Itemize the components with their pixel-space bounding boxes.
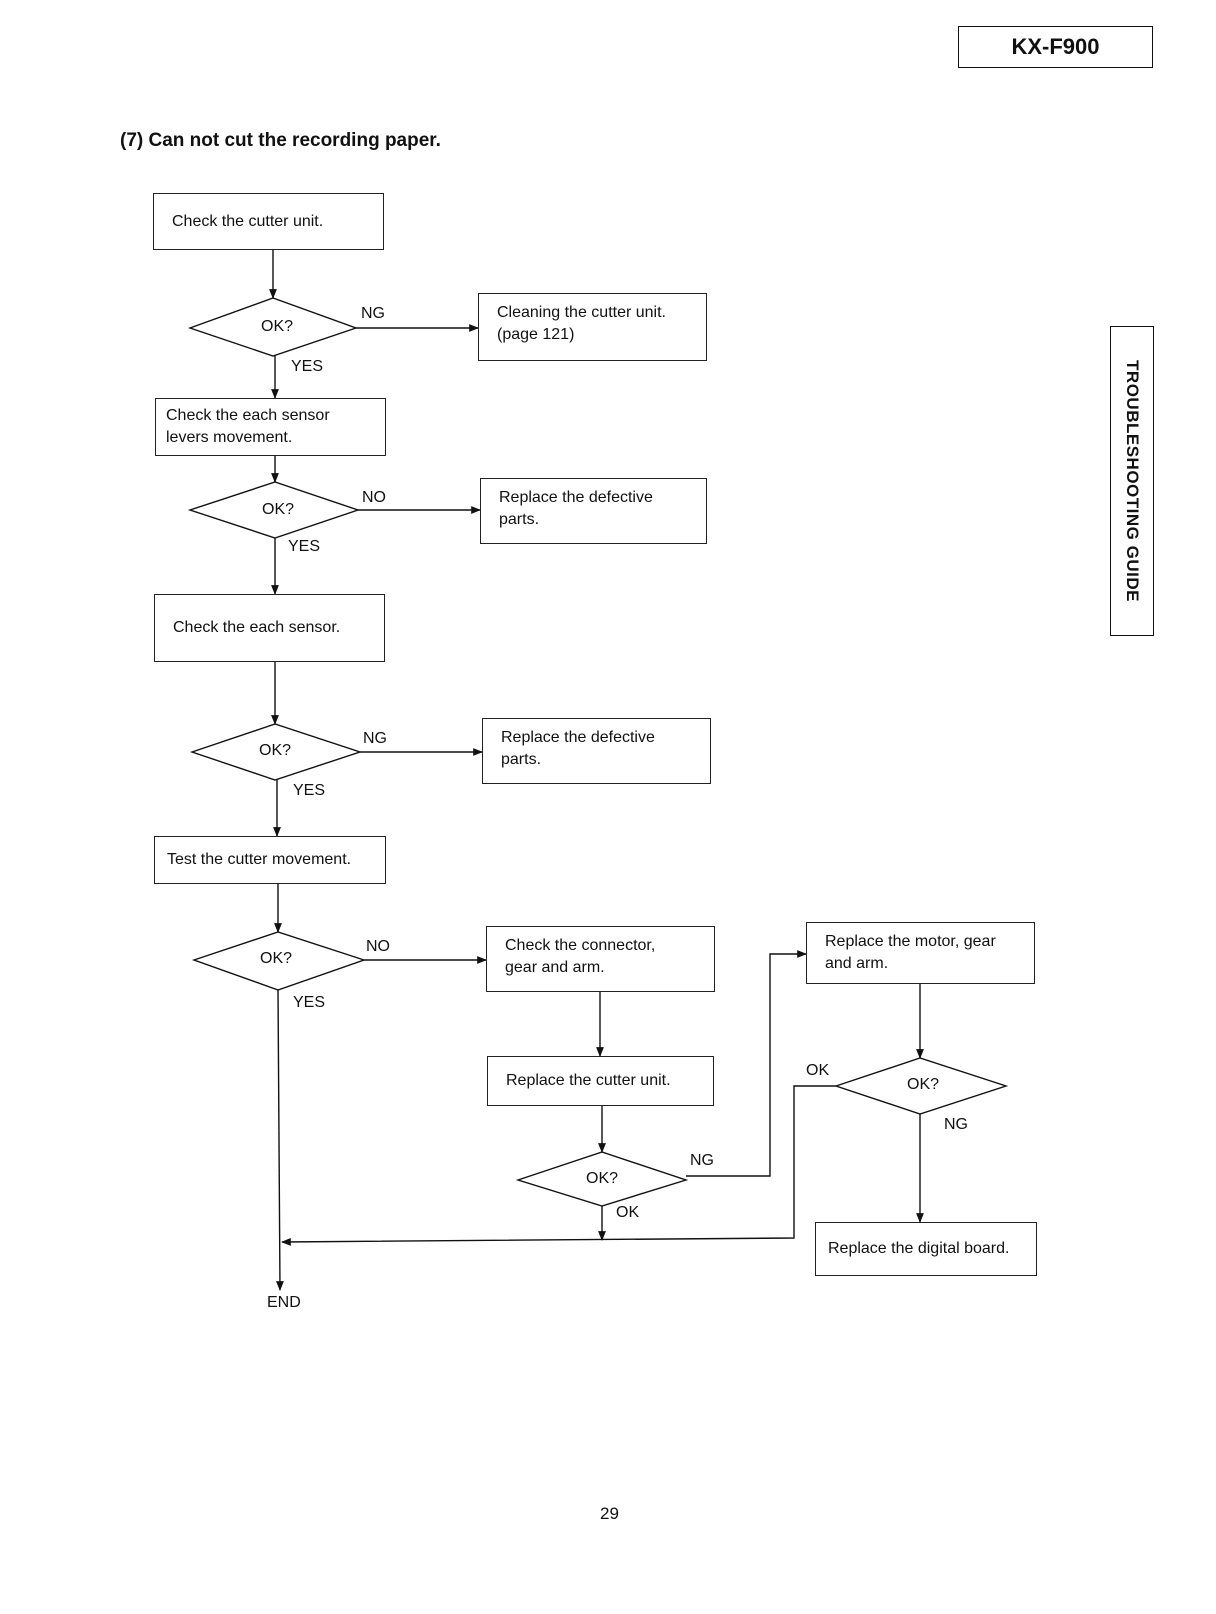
- decision-diamond-6: [833, 1057, 1009, 1115]
- box-sensor-levers: Check the each sensor levers movement.: [155, 398, 386, 456]
- label-d2-no: NO: [362, 489, 386, 506]
- box-replace-motor-line2: and arm.: [825, 955, 889, 972]
- box-replace-parts-1-line1: Replace the defective: [499, 489, 653, 506]
- box-cleaning-line2: (page 121): [497, 326, 575, 343]
- decision-1-text: OK?: [261, 318, 294, 335]
- box-replace-parts-1: Replace the defective parts.: [480, 478, 707, 544]
- box-check-connector-line2: gear and arm.: [505, 959, 605, 976]
- box-replace-parts-2-line2: parts.: [501, 751, 542, 768]
- box-replace-parts-2: Replace the defective parts.: [482, 718, 711, 784]
- box-replace-digital: Replace the digital board.: [815, 1222, 1037, 1276]
- label-d4-yes: YES: [293, 994, 326, 1011]
- box-check-cutter-text: Check the cutter unit.: [172, 212, 324, 230]
- page-number: 29: [600, 1504, 619, 1523]
- box-cleaning-line1: Cleaning the cutter unit.: [497, 304, 666, 321]
- edge-d5-ng-to-replace-motor: [686, 950, 807, 1177]
- label-d4-no: NO: [366, 938, 390, 955]
- label-d3-yes: YES: [293, 782, 326, 799]
- decision-6-text: OK?: [907, 1076, 940, 1093]
- label-d5-ok: OK: [616, 1204, 640, 1221]
- label-d1-yes: YES: [291, 358, 324, 375]
- decision-diamond-5: [515, 1151, 689, 1207]
- model-number: KX-F900: [958, 26, 1153, 68]
- edge-d6-ok-to-end: [281, 1085, 836, 1246]
- box-test-cutter: Test the cutter movement.: [154, 836, 386, 884]
- box-check-sensor-text: Check the each sensor.: [173, 619, 341, 636]
- box-replace-cutter: Replace the cutter unit.: [487, 1056, 714, 1106]
- decision-5-text: OK?: [586, 1170, 619, 1187]
- box-replace-parts-2-line1: Replace the defective: [501, 729, 655, 746]
- box-replace-digital-text: Replace the digital board.: [828, 1240, 1010, 1257]
- box-cleaning-cutter: Cleaning the cutter unit. (page 121): [478, 293, 707, 361]
- box-check-cutter: Check the cutter unit.: [153, 193, 384, 250]
- box-replace-motor: Replace the motor, gear and arm.: [806, 922, 1035, 984]
- label-d2-yes: YES: [288, 538, 321, 555]
- box-replace-parts-1-line2: parts.: [499, 511, 540, 528]
- box-check-sensor: Check the each sensor.: [154, 594, 385, 662]
- box-check-connector-line1: Check the connector,: [505, 937, 656, 954]
- decision-3-text: OK?: [259, 742, 292, 759]
- decision-2-text: OK?: [262, 501, 295, 518]
- box-sensor-levers-line1: Check the each sensor: [166, 407, 330, 424]
- label-d1-ng: NG: [361, 305, 385, 322]
- box-check-connector: Check the connector, gear and arm.: [486, 926, 715, 992]
- box-test-cutter-text: Test the cutter movement.: [167, 851, 352, 868]
- label-d3-ng: NG: [363, 730, 387, 747]
- section-title: (7) Can not cut the recording paper.: [120, 130, 441, 151]
- side-tab: TROUBLESHOOTING GUIDE: [1110, 326, 1154, 636]
- edge-d4-yes-to-end: [276, 989, 284, 1291]
- label-d5-ng: NG: [690, 1152, 714, 1169]
- label-d6-ng: NG: [944, 1116, 968, 1133]
- label-d6-ok: OK: [806, 1062, 830, 1079]
- box-sensor-levers-line2: levers movement.: [166, 429, 293, 446]
- box-replace-motor-line1: Replace the motor, gear: [825, 933, 996, 950]
- box-replace-cutter-text: Replace the cutter unit.: [506, 1072, 671, 1089]
- end-label: END: [267, 1294, 301, 1311]
- decision-4-text: OK?: [260, 950, 293, 967]
